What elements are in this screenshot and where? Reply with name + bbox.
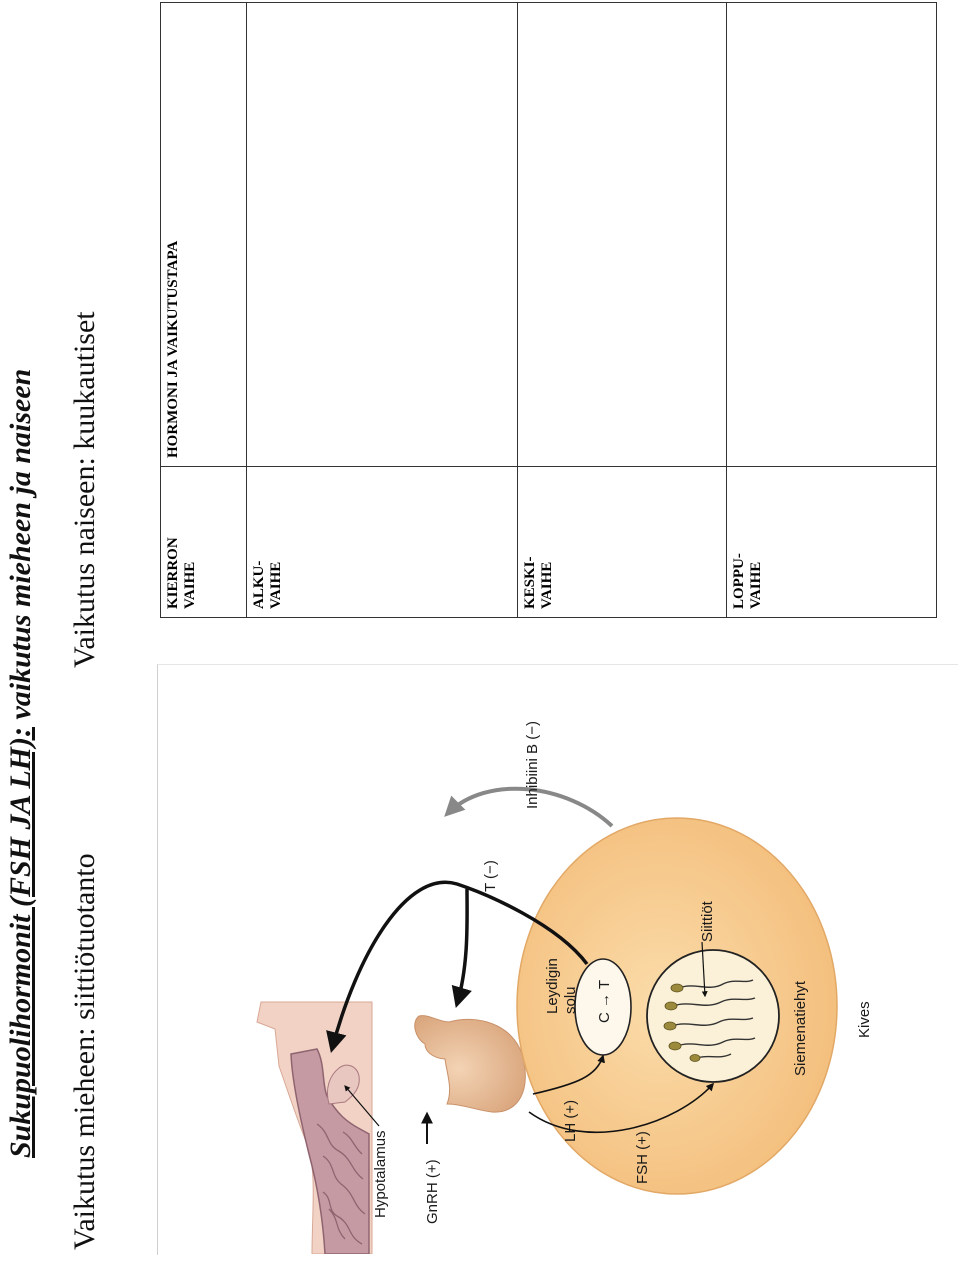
- hypothalamus-pointer: [344, 1085, 380, 1127]
- phase-label-line2: VAIHE: [539, 561, 555, 609]
- hormone-figure: Hypotalamus GnRH (+) C → T Leydigin solu: [157, 664, 957, 1254]
- testosterone-label: T (−): [482, 860, 499, 892]
- figure-frame: [157, 664, 958, 1255]
- fsh-arrow: [528, 1082, 715, 1134]
- phase-table: KIERRON VAIHE HORMONI JA VAIKUTUSTAPA AL…: [160, 2, 937, 618]
- sperm-pointer: [701, 941, 708, 998]
- header-phase-line1: KIERRON: [165, 537, 181, 609]
- hormone-cell-loppu[interactable]: [726, 2, 937, 467]
- leydig-label-line1: Leydigin: [544, 958, 561, 1014]
- header-phase-line2: VAIHE: [182, 561, 198, 609]
- phase-cell-loppu: LOPPU- VAIHE: [726, 466, 937, 618]
- brain-folds: [316, 1123, 366, 1245]
- sperm-label: Siittiöt: [699, 900, 716, 942]
- sperm-heads: [663, 983, 701, 1062]
- phase-cell-alku: ALKU- VAIHE: [246, 466, 518, 618]
- fsh-label: FSH (+): [634, 1131, 651, 1184]
- title-underlined-part: Sukupuolihormonit (FSH JA LH):: [4, 727, 37, 1158]
- tubule-label: Siemenatiehyt: [792, 980, 809, 1076]
- inhibin-arrow: [444, 786, 614, 828]
- header-cell-phase: KIERRON VAIHE: [160, 466, 247, 618]
- phase-label-line2: VAIHE: [748, 561, 764, 609]
- testosterone-to-pituitary-arrow: [451, 888, 472, 1009]
- phase-cell-keski: KESKI- VAIHE: [517, 466, 727, 618]
- lh-label: LH (+): [562, 1100, 579, 1142]
- seminiferous-tubule: [646, 949, 780, 1083]
- hormone-diagram: Hypotalamus GnRH (+) C → T Leydigin solu: [256, 721, 873, 1254]
- testis-label: Kives: [856, 1001, 873, 1038]
- phase-label-line2: VAIHE: [268, 561, 284, 609]
- table-header-row: KIERRON VAIHE HORMONI JA VAIKUTUSTAPA: [160, 2, 247, 618]
- pituitary-gland: [414, 1015, 526, 1113]
- inhibin-label: Inhibiini B (−): [524, 721, 541, 809]
- lh-arrow: [532, 1054, 605, 1095]
- leydig-label-line2: solu: [562, 986, 579, 1014]
- hormone-cell-keski[interactable]: [517, 2, 727, 467]
- table-row: KESKI- VAIHE: [517, 2, 727, 618]
- gnrh-label: GnRH (+): [424, 1159, 441, 1224]
- effect-women-text: Vaikutus naiseen: kuukautiset: [68, 311, 101, 668]
- page-title: Sukupuolihormonit (FSH JA LH): vaikutus …: [4, 369, 38, 1158]
- effect-men-text: Vaikutus mieheen: siittiötuotanto: [68, 853, 101, 1250]
- hormone-cell-alku[interactable]: [246, 2, 518, 467]
- phase-label-line1: LOPPU-: [731, 553, 747, 609]
- testosterone-to-hypothalamus-arrow: [326, 880, 589, 1054]
- phase-table-wrapper: KIERRON VAIHE HORMONI JA VAIKUTUSTAPA AL…: [160, 2, 937, 618]
- table-row: ALKU- VAIHE: [246, 2, 518, 618]
- phase-label-line1: KESKI-: [522, 556, 538, 609]
- hypothalamus-label: Hypotalamus: [372, 1130, 389, 1218]
- title-rest-part: vaikutus mieheen ja naiseen: [4, 368, 37, 728]
- header-cell-hormone: HORMONI JA VAIKUTUSTAPA: [160, 2, 247, 467]
- leydig-inner-label: C → T: [596, 980, 613, 1023]
- phase-label-line1: ALKU-: [251, 560, 267, 609]
- table-row: LOPPU- VAIHE: [726, 2, 937, 618]
- brain-illustration: [290, 1048, 370, 1254]
